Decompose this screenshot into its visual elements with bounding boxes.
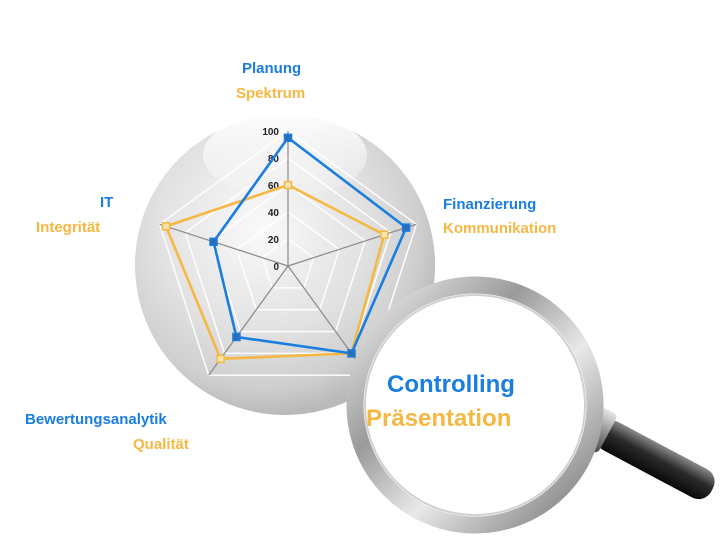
axis-label-qualitaet: Qualität bbox=[133, 436, 189, 453]
series-1-point-1 bbox=[380, 230, 389, 239]
grid-ring-60 bbox=[210, 184, 366, 333]
axis-label-spektrum: Spektrum bbox=[236, 85, 306, 102]
series-1-point-0 bbox=[283, 180, 293, 190]
grid-ring-20 bbox=[261, 238, 315, 289]
magnifier-handle bbox=[596, 420, 715, 500]
magnifying-glass-icon bbox=[346, 276, 715, 534]
axis-spoke-4 bbox=[159, 223, 289, 267]
tick-label-100: 100 bbox=[262, 127, 279, 138]
series-0-point-4 bbox=[209, 237, 218, 247]
tick-label-20: 20 bbox=[268, 235, 280, 246]
grid-ring-80 bbox=[184, 157, 392, 355]
magnifier-lens bbox=[346, 276, 604, 534]
axis-label-it: IT bbox=[100, 194, 114, 211]
axis-label-planung: Planung bbox=[242, 60, 302, 77]
axis-label-kommunikation: Kommunikation bbox=[443, 220, 557, 237]
axis-spoke-1 bbox=[287, 223, 417, 267]
sphere-highlight bbox=[203, 113, 367, 197]
axis-label-integritaet: Integrität bbox=[36, 219, 101, 236]
grid-ring-40 bbox=[235, 211, 341, 311]
magnifier-inner-rim bbox=[364, 294, 586, 516]
series-1-point-4 bbox=[161, 222, 171, 231]
series-0-point-0 bbox=[283, 133, 293, 142]
series-0-line bbox=[212, 136, 408, 355]
axis-label-praesentation: Präsentation bbox=[366, 405, 512, 432]
axis-label-finanzierung: Finanzierung bbox=[443, 196, 537, 213]
series-1-line bbox=[164, 183, 386, 361]
axis-label-bewertungsanalytik: Bewertungsanalytik bbox=[25, 411, 167, 428]
axis-label-controlling: Controlling bbox=[387, 371, 515, 398]
grid-ring-100 bbox=[158, 130, 418, 376]
tick-label-0: 0 bbox=[273, 262, 279, 273]
series-0-point-3 bbox=[232, 332, 241, 342]
series-0-point-1 bbox=[401, 223, 411, 232]
tick-label-60: 60 bbox=[268, 181, 280, 192]
series-0-point-2 bbox=[347, 349, 356, 358]
tick-label-40: 40 bbox=[268, 208, 280, 219]
series-1-point-3 bbox=[216, 354, 225, 364]
radar-series bbox=[161, 133, 411, 364]
